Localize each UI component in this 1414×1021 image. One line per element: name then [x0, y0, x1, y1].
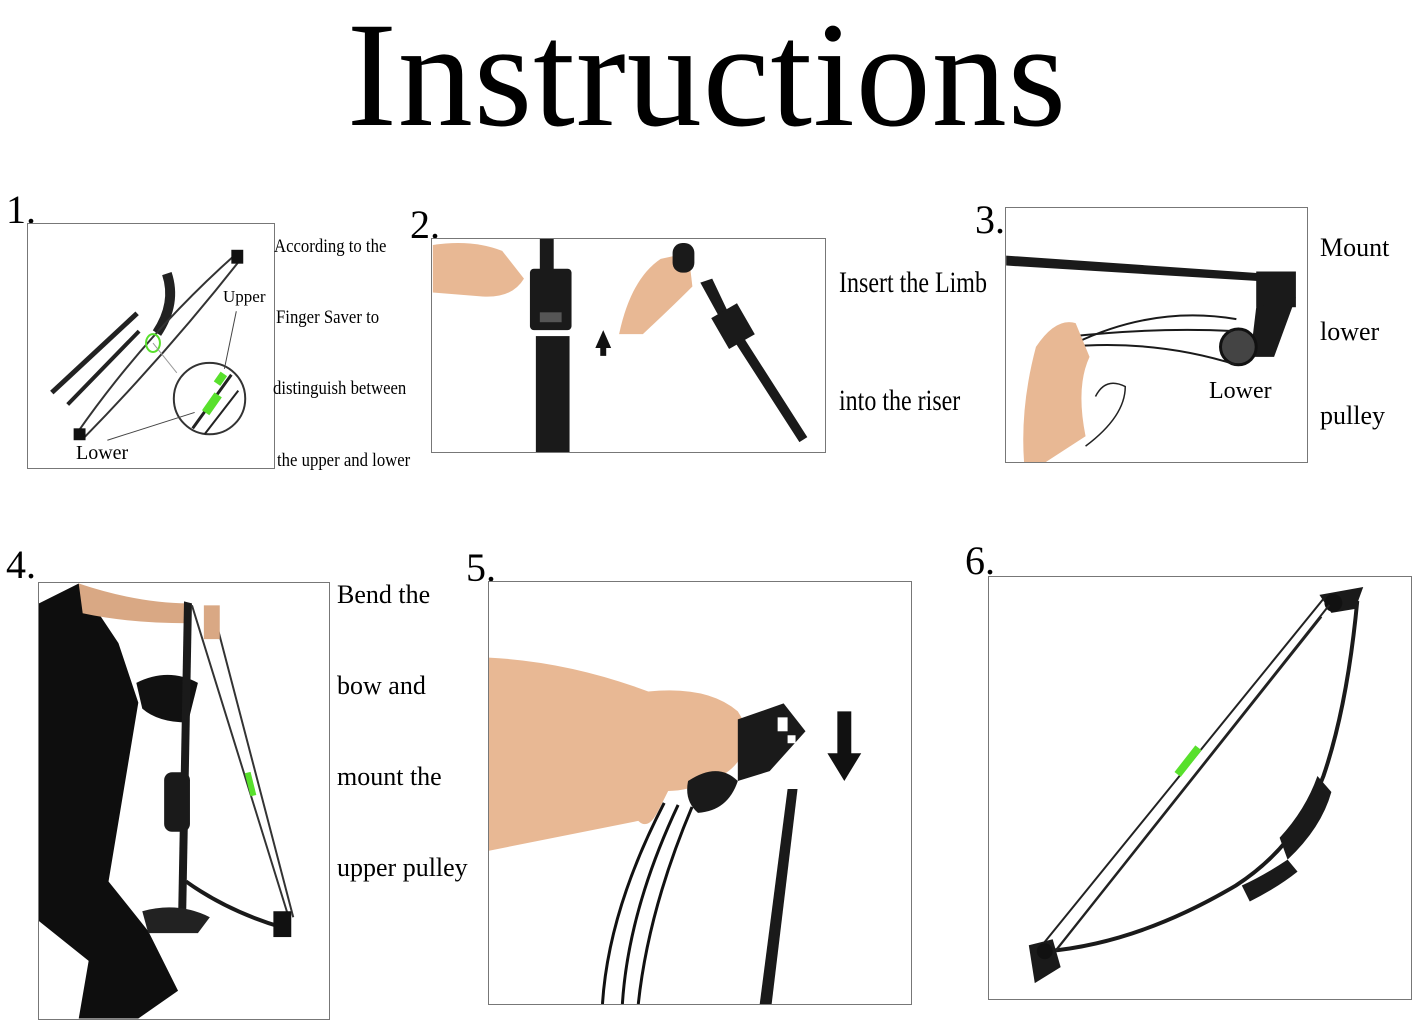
step-4-number: 4. — [6, 542, 36, 587]
step-3-number: 3. — [975, 197, 1005, 242]
step-1-image: Upper Lower — [27, 223, 275, 469]
step-5-number: 5. — [466, 545, 496, 590]
step-1-caption-line: Finger Saver to — [276, 307, 380, 328]
page-title: Instructions — [346, 0, 1068, 158]
step-3-caption-line: lower — [1320, 317, 1380, 346]
step-3-caption-line: pulley — [1320, 401, 1385, 430]
step-6-number: 6. — [965, 538, 995, 583]
step-1-caption-line: the upper and lower — [277, 450, 411, 471]
step-1-lower-label: Lower — [76, 442, 129, 464]
step-4-illustration — [39, 583, 295, 1019]
step-4-image — [38, 582, 330, 1020]
step-3-lower-label: Lower — [1209, 378, 1272, 404]
step-3-illustration — [1006, 255, 1296, 462]
step-1-number: 1. — [6, 187, 36, 232]
step-1-upper-label: Upper — [223, 287, 266, 306]
step-5-illustration — [489, 657, 862, 1004]
step-6-illustration — [1028, 586, 1364, 984]
step-2-illustration — [432, 239, 808, 452]
step-3-image: Lower — [1005, 207, 1308, 463]
step-4-caption-line: upper pulley — [337, 853, 468, 882]
step-4-caption-line: mount the — [337, 762, 442, 791]
step-1-illustration — [50, 249, 247, 441]
step-2-caption-line: into the riser — [839, 384, 961, 417]
step-4-caption-line: bow and — [337, 671, 426, 700]
step-2-caption-line: Insert the Limb — [839, 266, 987, 299]
step-2-number: 2. — [410, 202, 440, 247]
step-1-caption-line: distinguish between — [273, 378, 407, 399]
step-1-caption-line: According to the — [274, 236, 387, 257]
step-4-caption-line: Bend the — [337, 580, 431, 609]
step-5-image — [488, 581, 912, 1005]
step-6-image — [988, 576, 1412, 1000]
step-3-caption-line: Mount — [1320, 233, 1390, 262]
step-2-image — [431, 238, 826, 453]
